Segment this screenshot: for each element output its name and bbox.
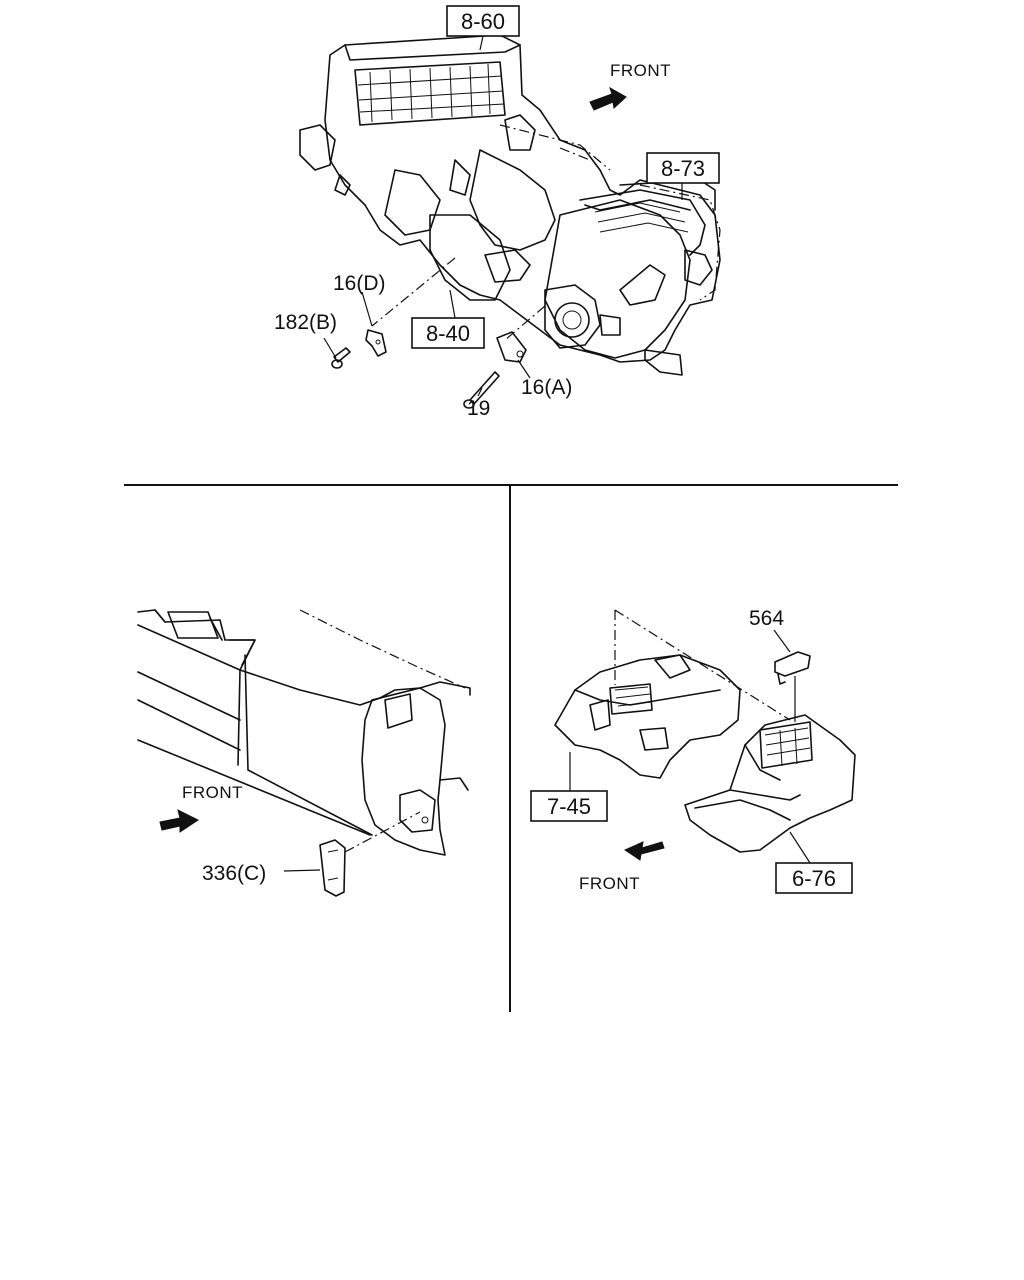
front-label-top: FRONT	[610, 61, 671, 80]
part-label-19: 19	[467, 397, 490, 420]
screw-182b	[323, 337, 351, 369]
front-arrow-right	[623, 841, 665, 861]
bracket-16a	[496, 331, 527, 363]
ref-label-7-45: 7-45	[547, 794, 591, 819]
cap-564	[773, 629, 811, 685]
hvac-unit-illustration	[299, 34, 721, 376]
front-arrow-left	[159, 809, 199, 833]
console-upper-7-45	[554, 609, 791, 779]
part-label-564: 564	[749, 607, 784, 630]
top-leader-lines	[361, 35, 683, 379]
ref-box-8-40: 8-40	[411, 317, 485, 349]
screw-19	[463, 371, 500, 409]
ref-box-8-73: 8-73	[646, 152, 720, 184]
console-lower-6-76	[684, 714, 856, 853]
part-label-16a: 16(A)	[521, 376, 572, 399]
front-label-right: FRONT	[579, 874, 640, 893]
part-label-16d: 16(D)	[333, 272, 386, 295]
front-arrow-top	[589, 86, 627, 111]
leader-6-76	[789, 831, 813, 867]
dashboard-illustration	[137, 609, 471, 856]
bracket-16d	[365, 329, 387, 357]
ref-box-6-76: 6-76	[775, 862, 853, 894]
ref-label-6-76: 6-76	[792, 866, 836, 891]
ref-label-8-73: 8-73	[661, 156, 705, 181]
ref-label-8-60: 8-60	[461, 9, 505, 34]
ref-label-8-40: 8-40	[426, 321, 470, 346]
leader-336c	[283, 869, 321, 872]
front-label-left: FRONT	[182, 783, 243, 802]
part-label-182b: 182(B)	[274, 311, 337, 334]
bracket-336c	[319, 839, 346, 897]
ref-box-8-60: 8-60	[446, 5, 520, 37]
ref-box-7-45: 7-45	[530, 790, 608, 822]
part-label-336c: 336(C)	[202, 862, 266, 885]
leader-336c-dashed	[344, 811, 421, 853]
